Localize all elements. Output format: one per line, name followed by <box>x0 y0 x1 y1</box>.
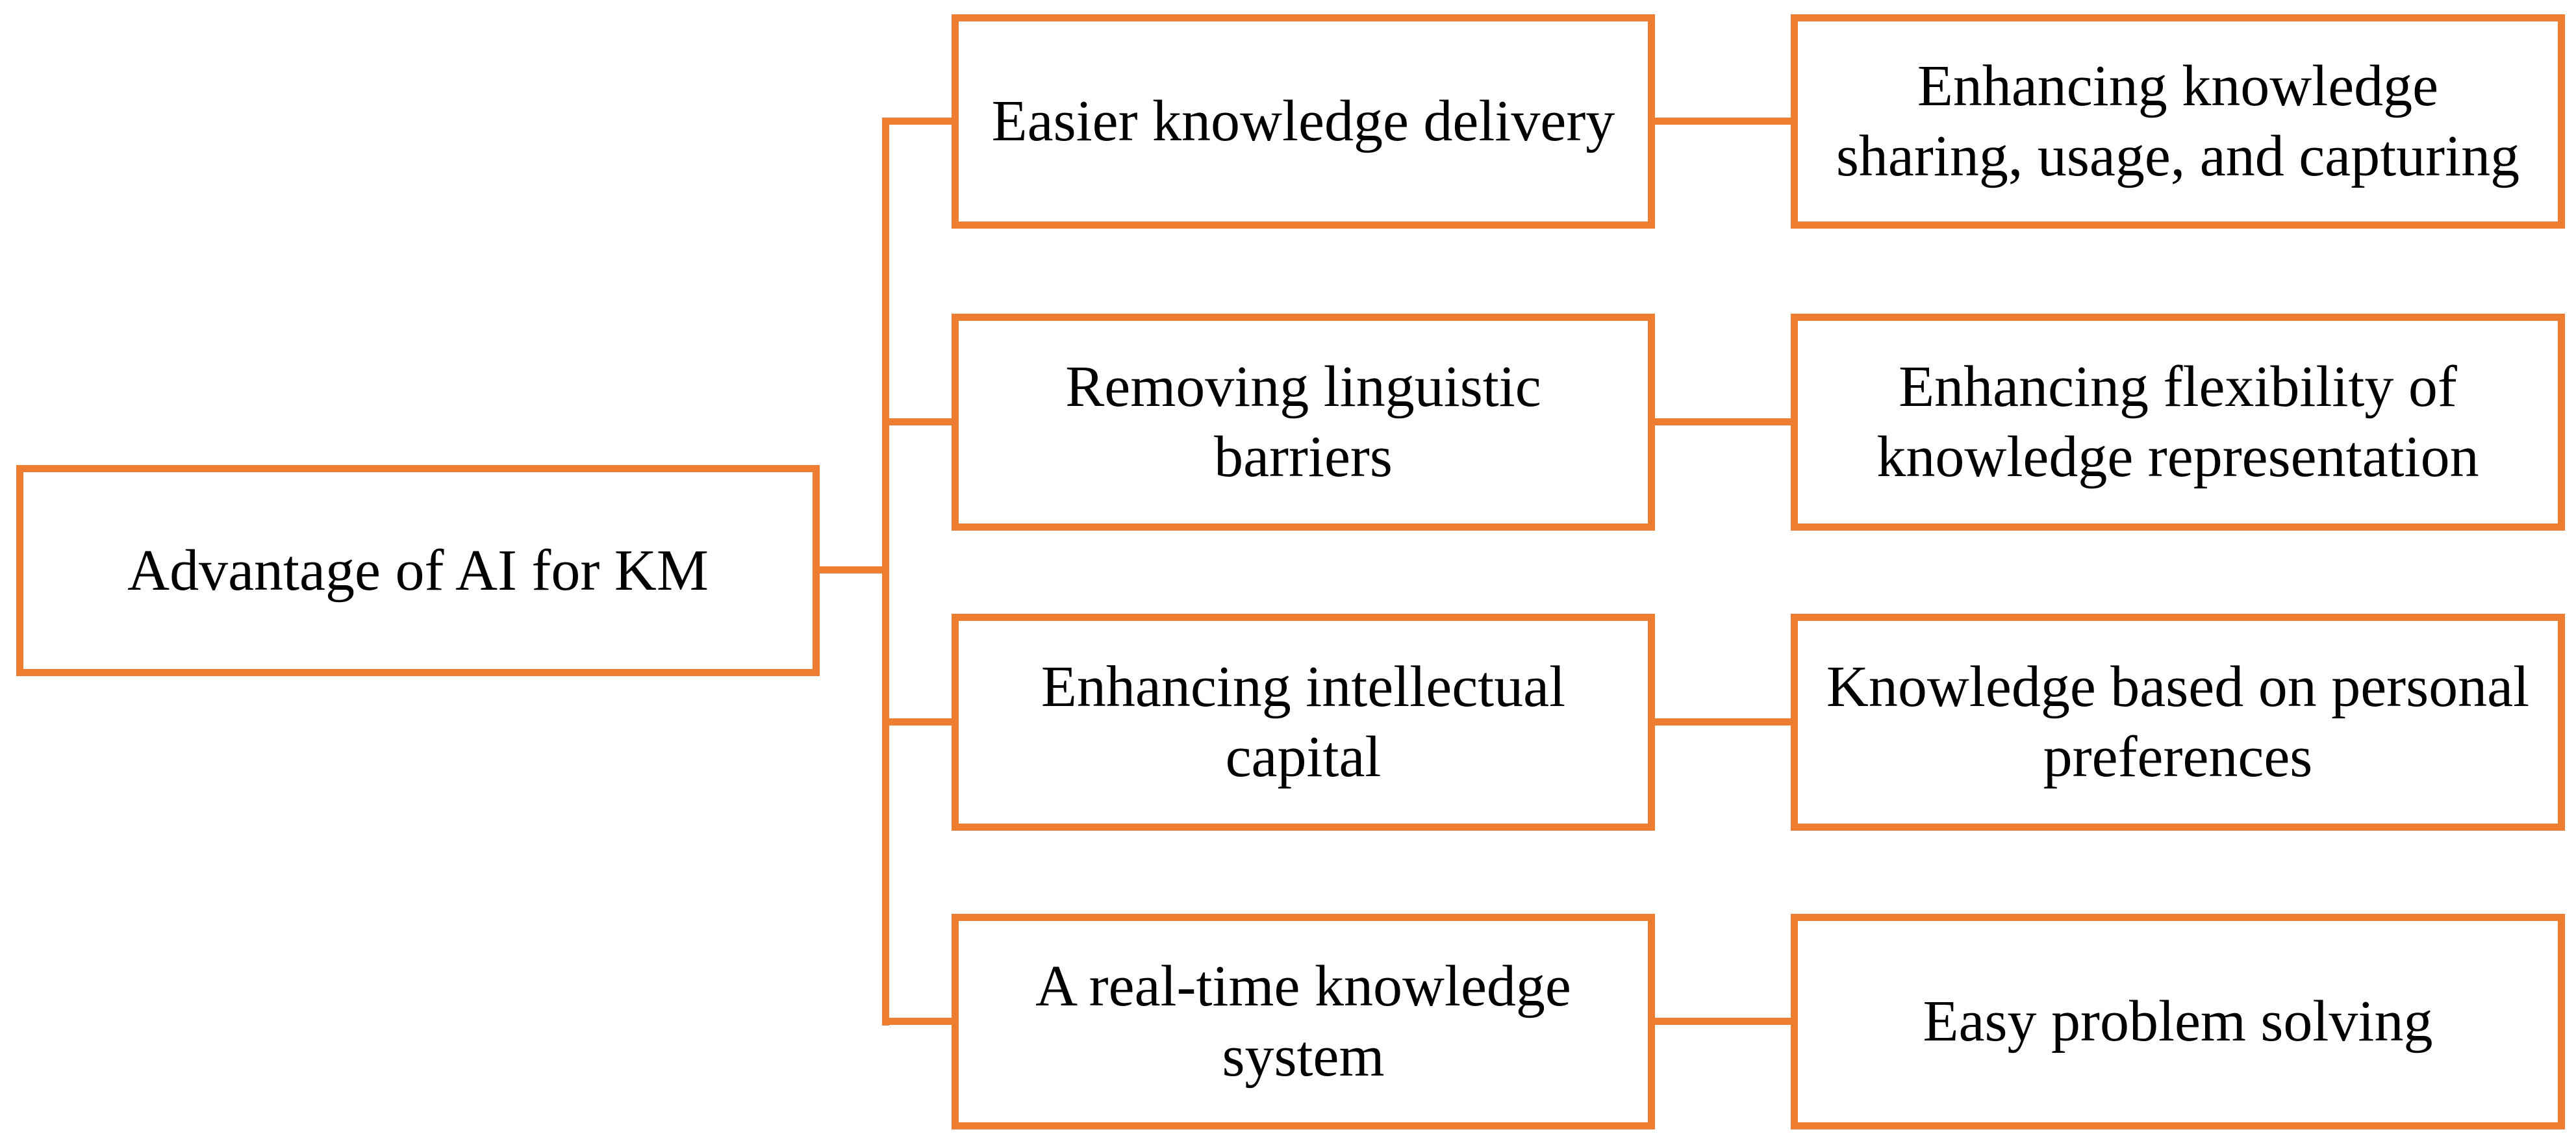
connector-advantage-2-to-outcome-2 <box>1655 418 1791 425</box>
connector-spine-to-advantage-4 <box>887 1018 952 1025</box>
outcome-box-label: Easy problem solving <box>1923 989 2433 1053</box>
advantage-box-easier-knowledge-delivery: Easier knowledge delivery <box>952 14 1655 229</box>
advantage-box-enhancing-intellectual-capital: Enhancing intellectual capital <box>952 614 1655 831</box>
outcome-box-enhancing-flexibility: Enhancing flexibility of knowledge repre… <box>1791 314 2565 531</box>
outcome-box-easy-problem-solving: Easy problem solving <box>1791 914 2565 1129</box>
connector-advantage-3-to-outcome-3 <box>1655 718 1791 725</box>
connector-advantage-1-to-outcome-1 <box>1655 118 1791 125</box>
connector-advantage-4-to-outcome-4 <box>1655 1018 1791 1025</box>
advantage-box-label: Enhancing intellectual capital <box>1041 655 1566 789</box>
connector-spine-to-advantage-1 <box>887 118 952 125</box>
advantage-box-label: Easier knowledge delivery <box>991 89 1615 153</box>
root-box-advantage-of-ai-for-km: Advantage of AI for KM <box>16 465 820 676</box>
advantage-box-real-time-knowledge-system: A real-time knowledge system <box>952 914 1655 1129</box>
advantage-box-label: Removing linguistic barriers <box>1065 355 1541 489</box>
advantage-box-removing-linguistic-barriers: Removing linguistic barriers <box>952 314 1655 531</box>
advantage-box-label: A real-time knowledge system <box>1035 954 1571 1089</box>
outcome-box-enhancing-knowledge-sharing: Enhancing knowledge sharing, usage, and … <box>1791 14 2565 229</box>
connector-root-to-spine <box>820 566 889 574</box>
connector-spine-to-advantage-2 <box>887 418 952 425</box>
outcome-box-label: Enhancing knowledge sharing, usage, and … <box>1836 54 2520 188</box>
outcome-box-label: Knowledge based on personal preferences <box>1826 655 2530 789</box>
connector-spine <box>882 118 889 1026</box>
root-box-label: Advantage of AI for KM <box>127 538 709 603</box>
outcome-box-knowledge-personal-preferences: Knowledge based on personal preferences <box>1791 614 2565 831</box>
outcome-box-label: Enhancing flexibility of knowledge repre… <box>1876 355 2479 489</box>
connector-spine-to-advantage-3 <box>887 718 952 725</box>
